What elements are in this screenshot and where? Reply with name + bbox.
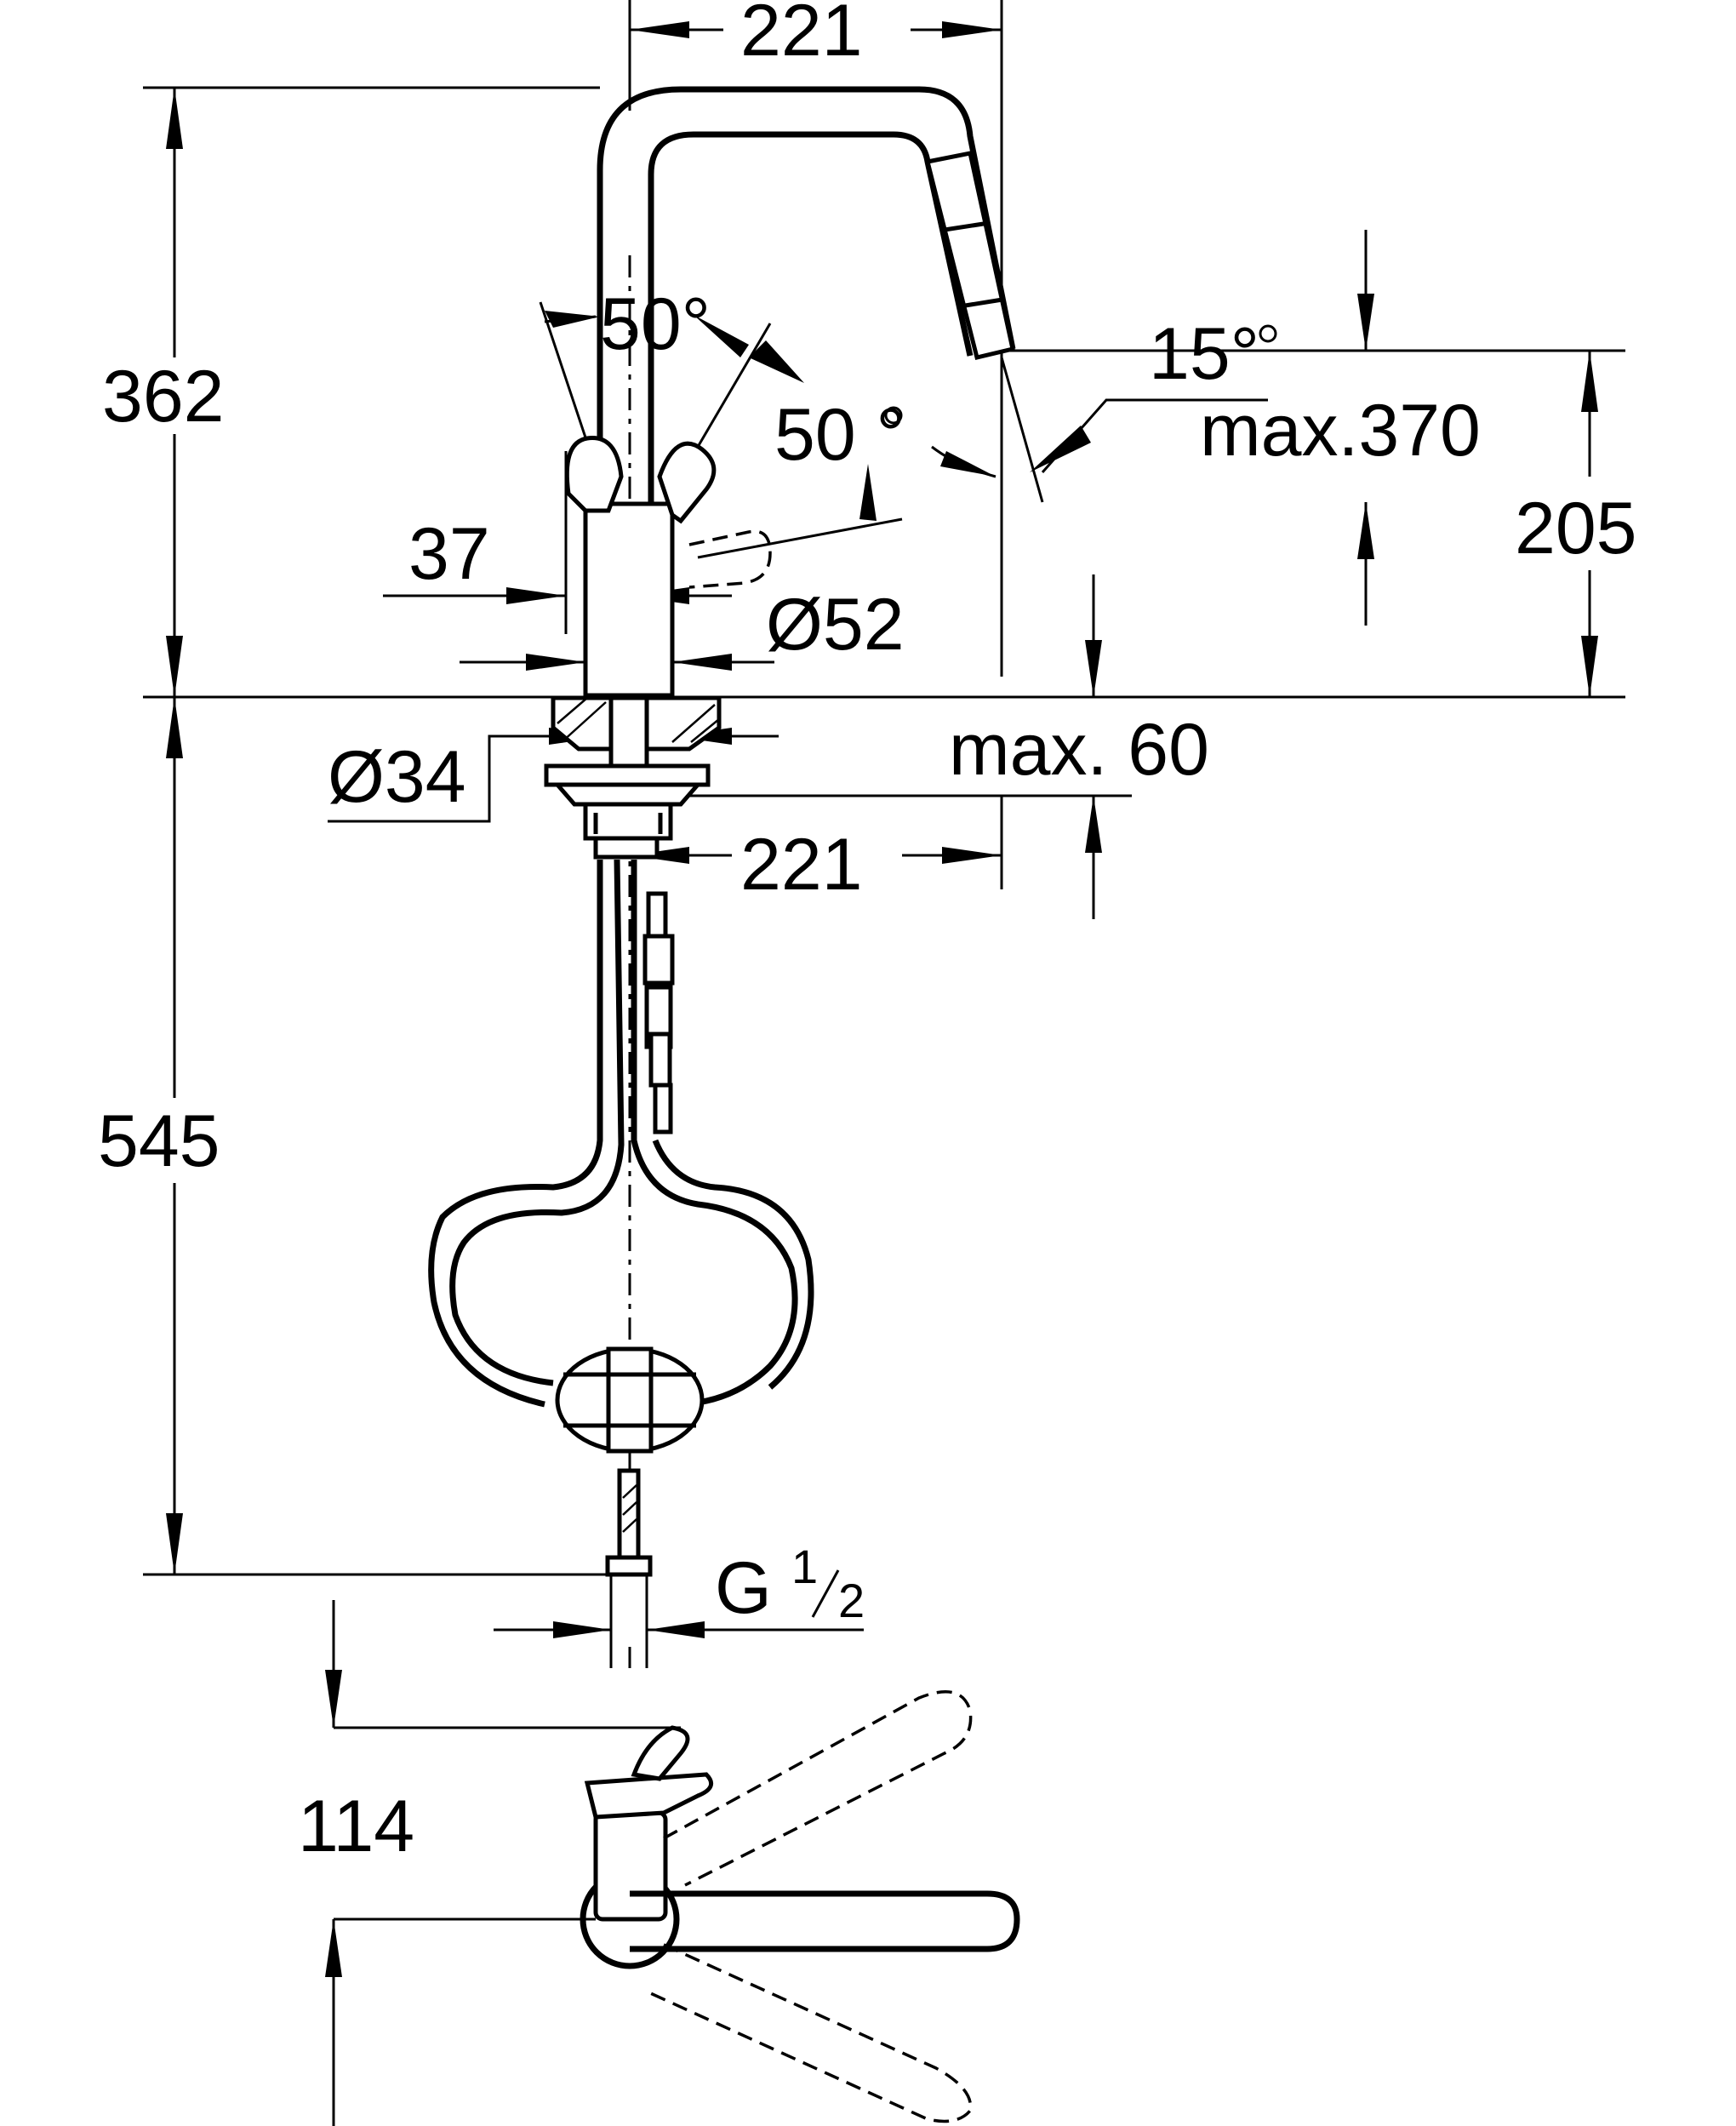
dimension-labels: 221 362 50° 50 ° 15° max.370 205 37 Ø52 … bbox=[98, 0, 1637, 1867]
dim-height-545: 545 bbox=[98, 1100, 220, 1182]
dim-angle-lever-left: 50° bbox=[600, 283, 711, 365]
dim-thread-den: 2 bbox=[838, 1574, 865, 1627]
dim-angle-lever-right: 50 ° bbox=[774, 394, 905, 476]
dim-top-view-114: 114 bbox=[298, 1786, 414, 1867]
degree-marks bbox=[884, 324, 1277, 425]
dim-thread-num: 1 bbox=[791, 1540, 818, 1593]
dim-height-205: 205 bbox=[1515, 488, 1637, 569]
dim-lever-37: 37 bbox=[408, 513, 490, 595]
dim-max-60: max. 60 bbox=[949, 709, 1209, 791]
dim-spout-reach-bottom: 221 bbox=[740, 824, 863, 906]
dim-spout-reach-top: 221 bbox=[740, 0, 863, 71]
hose-loop bbox=[428, 859, 814, 1577]
angle-indicators bbox=[539, 301, 1268, 559]
extension-lines bbox=[143, 0, 1625, 1668]
dim-height-362: 362 bbox=[102, 356, 225, 437]
dim-thread-g: G bbox=[715, 1547, 772, 1629]
dim-spray-angle: 15° bbox=[1149, 313, 1259, 395]
dim-dia-34: Ø34 bbox=[328, 736, 466, 818]
dim-dia-52: Ø52 bbox=[766, 584, 905, 666]
faucet-side-view bbox=[544, 86, 1016, 1574]
top-view bbox=[580, 1690, 1020, 2123]
dim-max-370: max.370 bbox=[1200, 390, 1481, 471]
